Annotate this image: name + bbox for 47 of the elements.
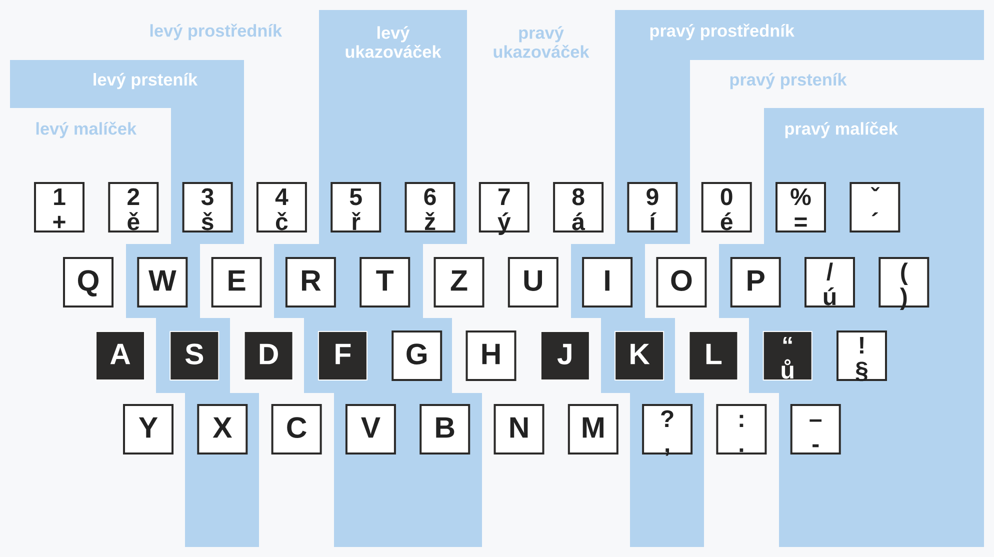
keyboard-key: U — [508, 256, 558, 308]
keyboard-key: I — [582, 256, 633, 308]
keyboard-key: O — [656, 256, 707, 308]
keyboard-key: 7 ý — [478, 182, 530, 235]
keyboard-key: P — [730, 256, 781, 308]
keyboard-key: N — [494, 404, 544, 454]
keyboard-key: L — [688, 330, 738, 380]
keyboard-key: D — [244, 330, 294, 380]
keyboard-key: 4 č — [256, 182, 307, 232]
keyboard-key: F — [318, 330, 368, 380]
keyboard-key: Q — [63, 256, 114, 308]
keyboard-key: / ú — [804, 256, 855, 308]
keyboard-key: 8 á — [553, 182, 604, 232]
keyboard-key: 5 ř — [330, 182, 382, 232]
keyboard-key: H — [466, 330, 516, 381]
keyboard-key: – - — [790, 404, 841, 454]
keyboard-key: 0 é — [701, 182, 752, 232]
keyboard-key: R — [285, 256, 336, 308]
keyboard-key: 6 ž — [404, 182, 456, 232]
keyboard-key: Z — [434, 256, 484, 308]
finger-label: levý malíček — [36, 122, 137, 138]
keyboard-key: B — [420, 404, 470, 454]
keyboard-key: ( ) — [878, 256, 930, 310]
keyboard-key: T — [360, 256, 410, 308]
keyboard-key: M — [568, 404, 618, 454]
keyboard-key: J — [540, 330, 590, 380]
keyboard-key: Y — [123, 404, 174, 454]
keyboard-key: C — [271, 404, 322, 454]
keyboard-key: 3 š — [182, 182, 233, 232]
keyboard-key: 9 í — [627, 182, 678, 232]
keyboard-key: A — [96, 330, 145, 380]
keyboard-key: % = — [776, 182, 826, 232]
keyboard-key: W — [137, 256, 188, 308]
keyboard-key: ˇ ´ — [850, 182, 900, 232]
keyboard-key: S — [170, 330, 220, 380]
keyboard-key: V — [345, 404, 396, 454]
keyboard-key: : . — [716, 404, 767, 454]
finger-label: pravý prsteník — [730, 72, 847, 90]
keyboard-key: X — [197, 404, 248, 454]
keyboard-key: E — [211, 256, 262, 308]
keyboard-key: 2 ě — [108, 182, 159, 232]
keyboard-key: ? , — [642, 404, 693, 456]
keyboard-key: K — [614, 330, 664, 380]
keyboard-key: “ ů — [762, 330, 812, 380]
keyboard-key: ! § — [836, 330, 887, 382]
keyboard-key: 1 + — [34, 182, 84, 232]
keyboard-key: G — [392, 330, 442, 381]
